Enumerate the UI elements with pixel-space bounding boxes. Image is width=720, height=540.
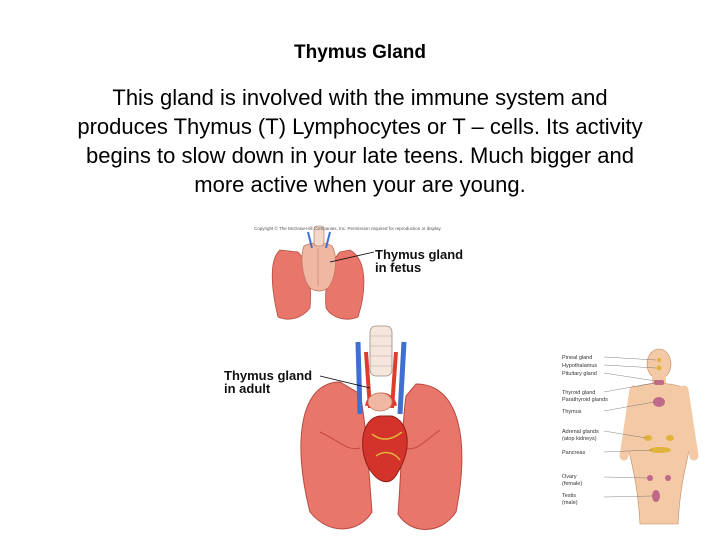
fetus-thymus-icon — [301, 242, 336, 292]
body-label-pancreas: Pancreas — [562, 450, 586, 456]
adult-lungs — [300, 381, 463, 530]
body-label-adrenal-note: (atop kidneys) — [562, 436, 597, 442]
adult-label-line1: Thymus gland — [224, 368, 313, 383]
endocrine-body-illustration — [603, 348, 699, 525]
fetus-label: Thymus gland in fetus — [375, 248, 463, 274]
body-label-pineal: Pineal gland — [562, 355, 593, 361]
body-label-testis: Testis — [562, 493, 577, 499]
body-label-adrenal: Adrenal glands — [562, 429, 599, 435]
body-label-parathyroid: Parathyroid glands — [562, 397, 608, 403]
gland-markers — [644, 358, 674, 502]
adult-trachea — [369, 325, 393, 377]
slide-title: Thymus Gland — [294, 42, 426, 63]
copyright-notice: Copyright © The McGraw-Hill Companies, I… — [254, 226, 442, 231]
adult-heart-icon — [362, 415, 408, 483]
body-label-ovary-note: (female) — [562, 481, 583, 487]
human-body-silhouette — [619, 348, 699, 525]
adult-label-line2: in adult — [224, 381, 271, 396]
adult-label-leader — [319, 375, 371, 389]
body-label-leaders — [603, 356, 657, 498]
fetus-label-leader — [329, 251, 375, 263]
slide-body-text: This gland is involved with the immune s… — [77, 85, 643, 197]
body-label-pituitary: Pituitary gland — [562, 371, 597, 377]
fetus-label-line2: in fetus — [375, 260, 422, 275]
adult-label: Thymus gland in adult — [224, 369, 312, 395]
body-label-hypothalamus: Hypothalamus — [562, 363, 598, 369]
body-label-ovary: Ovary — [562, 474, 577, 480]
fetus-trachea — [307, 225, 331, 249]
adult-thymus-illustration — [300, 325, 463, 530]
fetus-thymus-illustration — [271, 225, 375, 320]
body-label-thyroid: Thyroid gland — [562, 390, 596, 396]
fetus-label-line1: Thymus gland — [375, 247, 464, 262]
body-label-thymus: Thymus — [562, 409, 582, 415]
body-label-testis-note: (male) — [562, 500, 578, 506]
adult-thymus-icon — [367, 392, 393, 412]
